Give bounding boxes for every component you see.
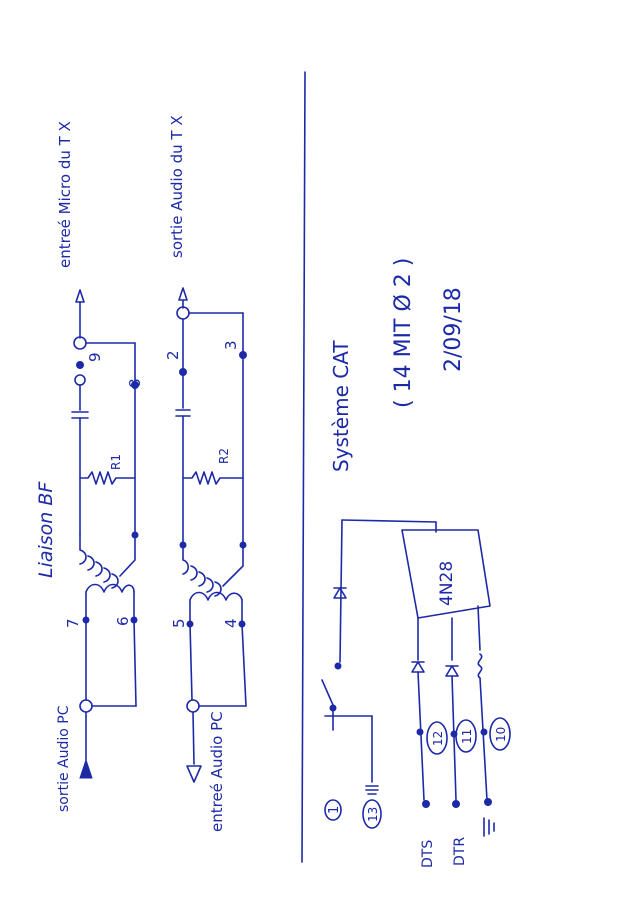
pin-circle-13: 13 (362, 799, 382, 829)
pin-4: 4 (222, 618, 240, 628)
svg-text:13: 13 (366, 807, 380, 822)
chip-label: 4N28 (437, 561, 457, 606)
svg-text:11: 11 (460, 729, 474, 744)
chip-4n28: 4N28 (401, 529, 491, 661)
svg-text:entreé Micro du T X: entreé Micro du T X (56, 121, 74, 268)
pin-5: 5 (170, 618, 188, 628)
pin-circle-11: 11 (455, 719, 477, 753)
svg-text:10: 10 (494, 727, 508, 742)
label-sortie-audio-pc: sortie Audio PC (56, 705, 72, 812)
svg-text:12: 12 (431, 731, 445, 746)
right-date: 2/09/18 (441, 287, 466, 372)
cat-wiring (321, 519, 495, 837)
label-sortie-audio-tx: sortie Audio du T X (168, 115, 186, 258)
svg-text:1: 1 (327, 806, 342, 814)
pin-8: 8 (126, 378, 144, 388)
pin-circle-1: 1 (324, 799, 342, 821)
svg-text:sortie Audio du T X: sortie Audio du T X (168, 115, 186, 258)
pin-3: 3 (222, 340, 240, 350)
circuit-lower (175, 287, 247, 783)
label-entree-audio-pc: entreé Audio PC (208, 711, 226, 832)
pin-circle-12: 12 (426, 721, 448, 755)
right-subtitle: ( 14 MIT Ø 2 ) (391, 258, 416, 408)
svg-text:entreé Audio PC: entreé Audio PC (208, 711, 226, 832)
divider-line (301, 71, 306, 863)
left-title: Liaison BF (35, 481, 57, 578)
right-title: Système CAT (329, 340, 353, 472)
r1-label: R1 (109, 454, 123, 470)
pin-6: 6 (114, 616, 132, 626)
r2-label: R2 (217, 448, 231, 464)
circuit-upper (71, 289, 139, 779)
pin-2: 2 (164, 350, 182, 360)
pin-9: 9 (86, 352, 104, 362)
signal-dts: DTS (420, 840, 436, 868)
pin-circle-10: 10 (489, 717, 511, 751)
pin-7: 7 (64, 618, 82, 628)
svg-text:sortie Audio PC: sortie Audio PC (56, 705, 72, 812)
signal-dtr: DTR (452, 837, 468, 866)
label-entree-micro: entreé Micro du T X (56, 121, 74, 268)
